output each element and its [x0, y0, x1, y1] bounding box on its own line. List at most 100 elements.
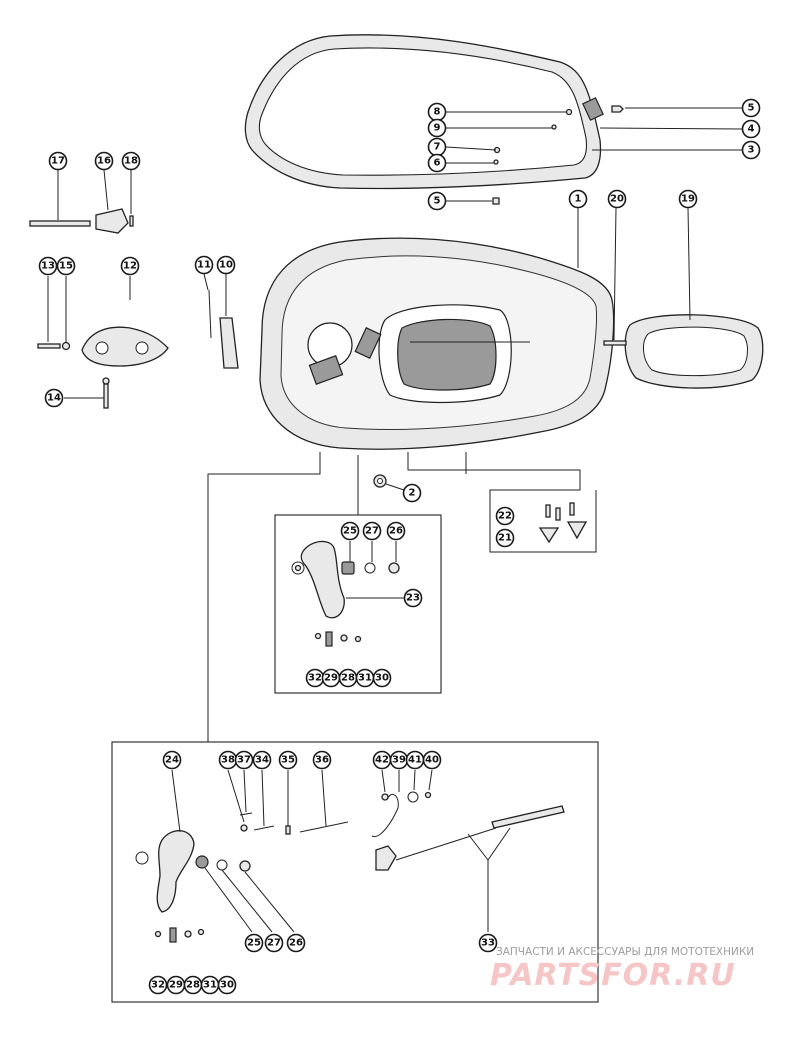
callout-25-a: 25: [340, 521, 360, 541]
svg-text:10: 10: [219, 260, 233, 271]
svg-text:20: 20: [610, 194, 624, 205]
svg-text:28: 28: [186, 980, 200, 991]
callout-17: 17: [48, 151, 68, 171]
svg-text:17: 17: [51, 156, 65, 167]
svg-text:8: 8: [434, 107, 441, 118]
callout-7: 7: [427, 137, 447, 157]
svg-text:34: 34: [255, 755, 269, 766]
callout-28-a: 28: [338, 668, 358, 688]
svg-text:35: 35: [281, 755, 295, 766]
svg-text:31: 31: [203, 980, 217, 991]
callout-14: 14: [44, 388, 64, 408]
callout-19: 19: [678, 189, 698, 209]
bracket-assembly-12-15: [37, 326, 169, 409]
svg-text:18: 18: [124, 156, 138, 167]
callout-35: 35: [278, 750, 298, 770]
callout-21: 21: [495, 528, 515, 548]
svg-text:24: 24: [165, 755, 179, 766]
svg-text:32: 32: [151, 980, 165, 991]
svg-text:3: 3: [748, 145, 755, 156]
svg-text:9: 9: [434, 123, 441, 134]
callout-9: 9: [427, 118, 447, 138]
svg-text:29: 29: [169, 980, 183, 991]
callout-39: 39: [389, 750, 409, 770]
callout-26-b: 26: [286, 933, 306, 953]
svg-text:2: 2: [409, 488, 416, 499]
svg-text:23: 23: [406, 593, 420, 604]
callout-31-a: 31: [355, 668, 375, 688]
callout-23: 23: [403, 588, 423, 608]
lever-assembly-23: [291, 540, 400, 647]
seal-hardware: [492, 105, 624, 205]
svg-text:28: 28: [341, 673, 355, 684]
callout-32-b: 32: [148, 975, 168, 995]
callout-15: 15: [56, 256, 76, 276]
watermark-caption: ЗАПЧАСТИ И АКСЕССУАРЫ ДЛЯ МОТОТЕХНИКИ: [496, 946, 754, 958]
svg-text:5: 5: [434, 196, 441, 207]
callout-25-b: 25: [244, 933, 264, 953]
callout-30-a: 30: [372, 668, 392, 688]
link-parts-10-11: [208, 289, 239, 369]
svg-text:13: 13: [41, 261, 55, 272]
cowl-seal-part: [244, 34, 604, 190]
callout-40: 40: [422, 750, 442, 770]
callout-12: 12: [120, 256, 140, 276]
svg-text:40: 40: [425, 755, 439, 766]
watermark-brand: PARTSFOR.RU: [490, 958, 736, 993]
callout-8: 8: [427, 102, 447, 122]
svg-text:19: 19: [681, 194, 695, 205]
callout-5-lower: 5: [427, 191, 447, 211]
callout-32-a: 32: [305, 668, 325, 688]
svg-text:4: 4: [748, 124, 755, 135]
callout-5-upper: 5: [741, 98, 761, 118]
callout-28-b: 28: [183, 975, 203, 995]
svg-text:16: 16: [97, 156, 111, 167]
bottom-cowl-part: [259, 237, 615, 450]
callout-38: 38: [218, 750, 238, 770]
callout-27-b: 27: [264, 933, 284, 953]
svg-text:29: 29: [324, 673, 338, 684]
svg-text:26: 26: [289, 938, 303, 949]
callout-29-a: 29: [321, 668, 341, 688]
svg-text:37: 37: [237, 755, 251, 766]
callout-1: 1: [568, 189, 588, 209]
svg-text:21: 21: [498, 533, 512, 544]
svg-text:33: 33: [481, 938, 495, 949]
callout-2: 2: [402, 483, 422, 503]
svg-text:25: 25: [247, 938, 261, 949]
svg-text:41: 41: [408, 755, 422, 766]
svg-text:30: 30: [220, 980, 234, 991]
callout-11: 11: [194, 255, 214, 275]
svg-text:22: 22: [498, 511, 512, 522]
svg-text:6: 6: [434, 158, 441, 169]
svg-text:27: 27: [267, 938, 281, 949]
callout-20: 20: [607, 189, 627, 209]
callout-22: 22: [495, 506, 515, 526]
leader-lines: [47, 107, 743, 933]
grommet-part-2: [373, 474, 387, 488]
svg-text:14: 14: [47, 393, 61, 404]
svg-text:12: 12: [123, 261, 137, 272]
svg-text:31: 31: [358, 673, 372, 684]
svg-text:26: 26: [389, 526, 403, 537]
callout-24: 24: [162, 750, 182, 770]
callout-29-b: 29: [166, 975, 186, 995]
svg-text:1: 1: [575, 194, 582, 205]
clip-parts-21-22: [538, 502, 588, 544]
lever-assembly-24: [135, 830, 251, 943]
callout-30-b: 30: [217, 975, 237, 995]
svg-text:5: 5: [748, 103, 755, 114]
svg-text:15: 15: [59, 261, 73, 272]
callout-18: 18: [121, 151, 141, 171]
svg-text:38: 38: [221, 755, 235, 766]
rod-parts-34-38: [239, 812, 349, 835]
svg-text:7: 7: [434, 142, 441, 153]
callout-33: 33: [478, 933, 498, 953]
callout-13: 13: [38, 256, 58, 276]
callout-26-a: 26: [386, 521, 406, 541]
svg-text:36: 36: [315, 755, 329, 766]
detail-box-b: [111, 741, 599, 1003]
svg-text:32: 32: [308, 673, 322, 684]
callout-4: 4: [741, 119, 761, 139]
